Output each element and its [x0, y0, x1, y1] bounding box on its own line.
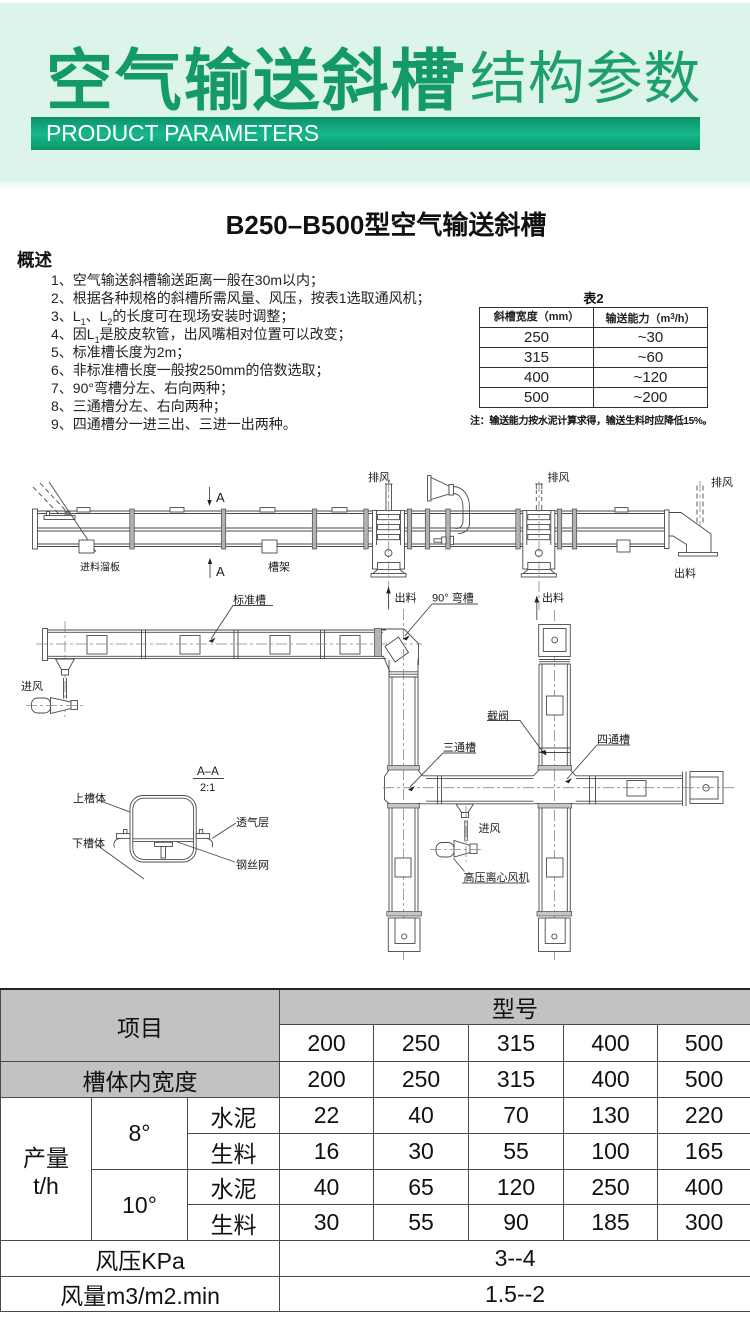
svg-text:排风: 排风: [548, 470, 570, 484]
svg-text:A: A: [216, 564, 225, 579]
svg-text:进料溜板: 进料溜板: [80, 561, 120, 574]
svg-text:2:1: 2:1: [200, 782, 215, 794]
svg-text:下槽体: 下槽体: [72, 836, 105, 850]
svg-text:截阀: 截阀: [487, 709, 509, 723]
svg-text:A: A: [216, 490, 225, 505]
svg-text:上槽体: 上槽体: [73, 791, 106, 805]
svg-text:进风: 进风: [21, 680, 43, 693]
svg-text:四通槽: 四通槽: [597, 733, 630, 746]
svg-text:出料: 出料: [674, 566, 696, 580]
svg-text:出料: 出料: [542, 591, 564, 605]
svg-text:透气层: 透气层: [236, 815, 269, 829]
svg-text:排风: 排风: [368, 470, 390, 484]
svg-text:进风: 进风: [479, 822, 501, 835]
svg-text:三通槽: 三通槽: [443, 741, 476, 754]
svg-text:标准槽: 标准槽: [233, 593, 266, 607]
svg-text:A–A: A–A: [197, 766, 219, 778]
svg-text:钢丝网: 钢丝网: [236, 859, 269, 872]
svg-text:出料: 出料: [395, 591, 417, 605]
svg-text:高压离心风机: 高压离心风机: [464, 870, 530, 884]
svg-text:排风: 排风: [711, 475, 733, 489]
svg-text:槽架: 槽架: [268, 561, 290, 574]
svg-text:90° 弯槽: 90° 弯槽: [432, 591, 474, 605]
